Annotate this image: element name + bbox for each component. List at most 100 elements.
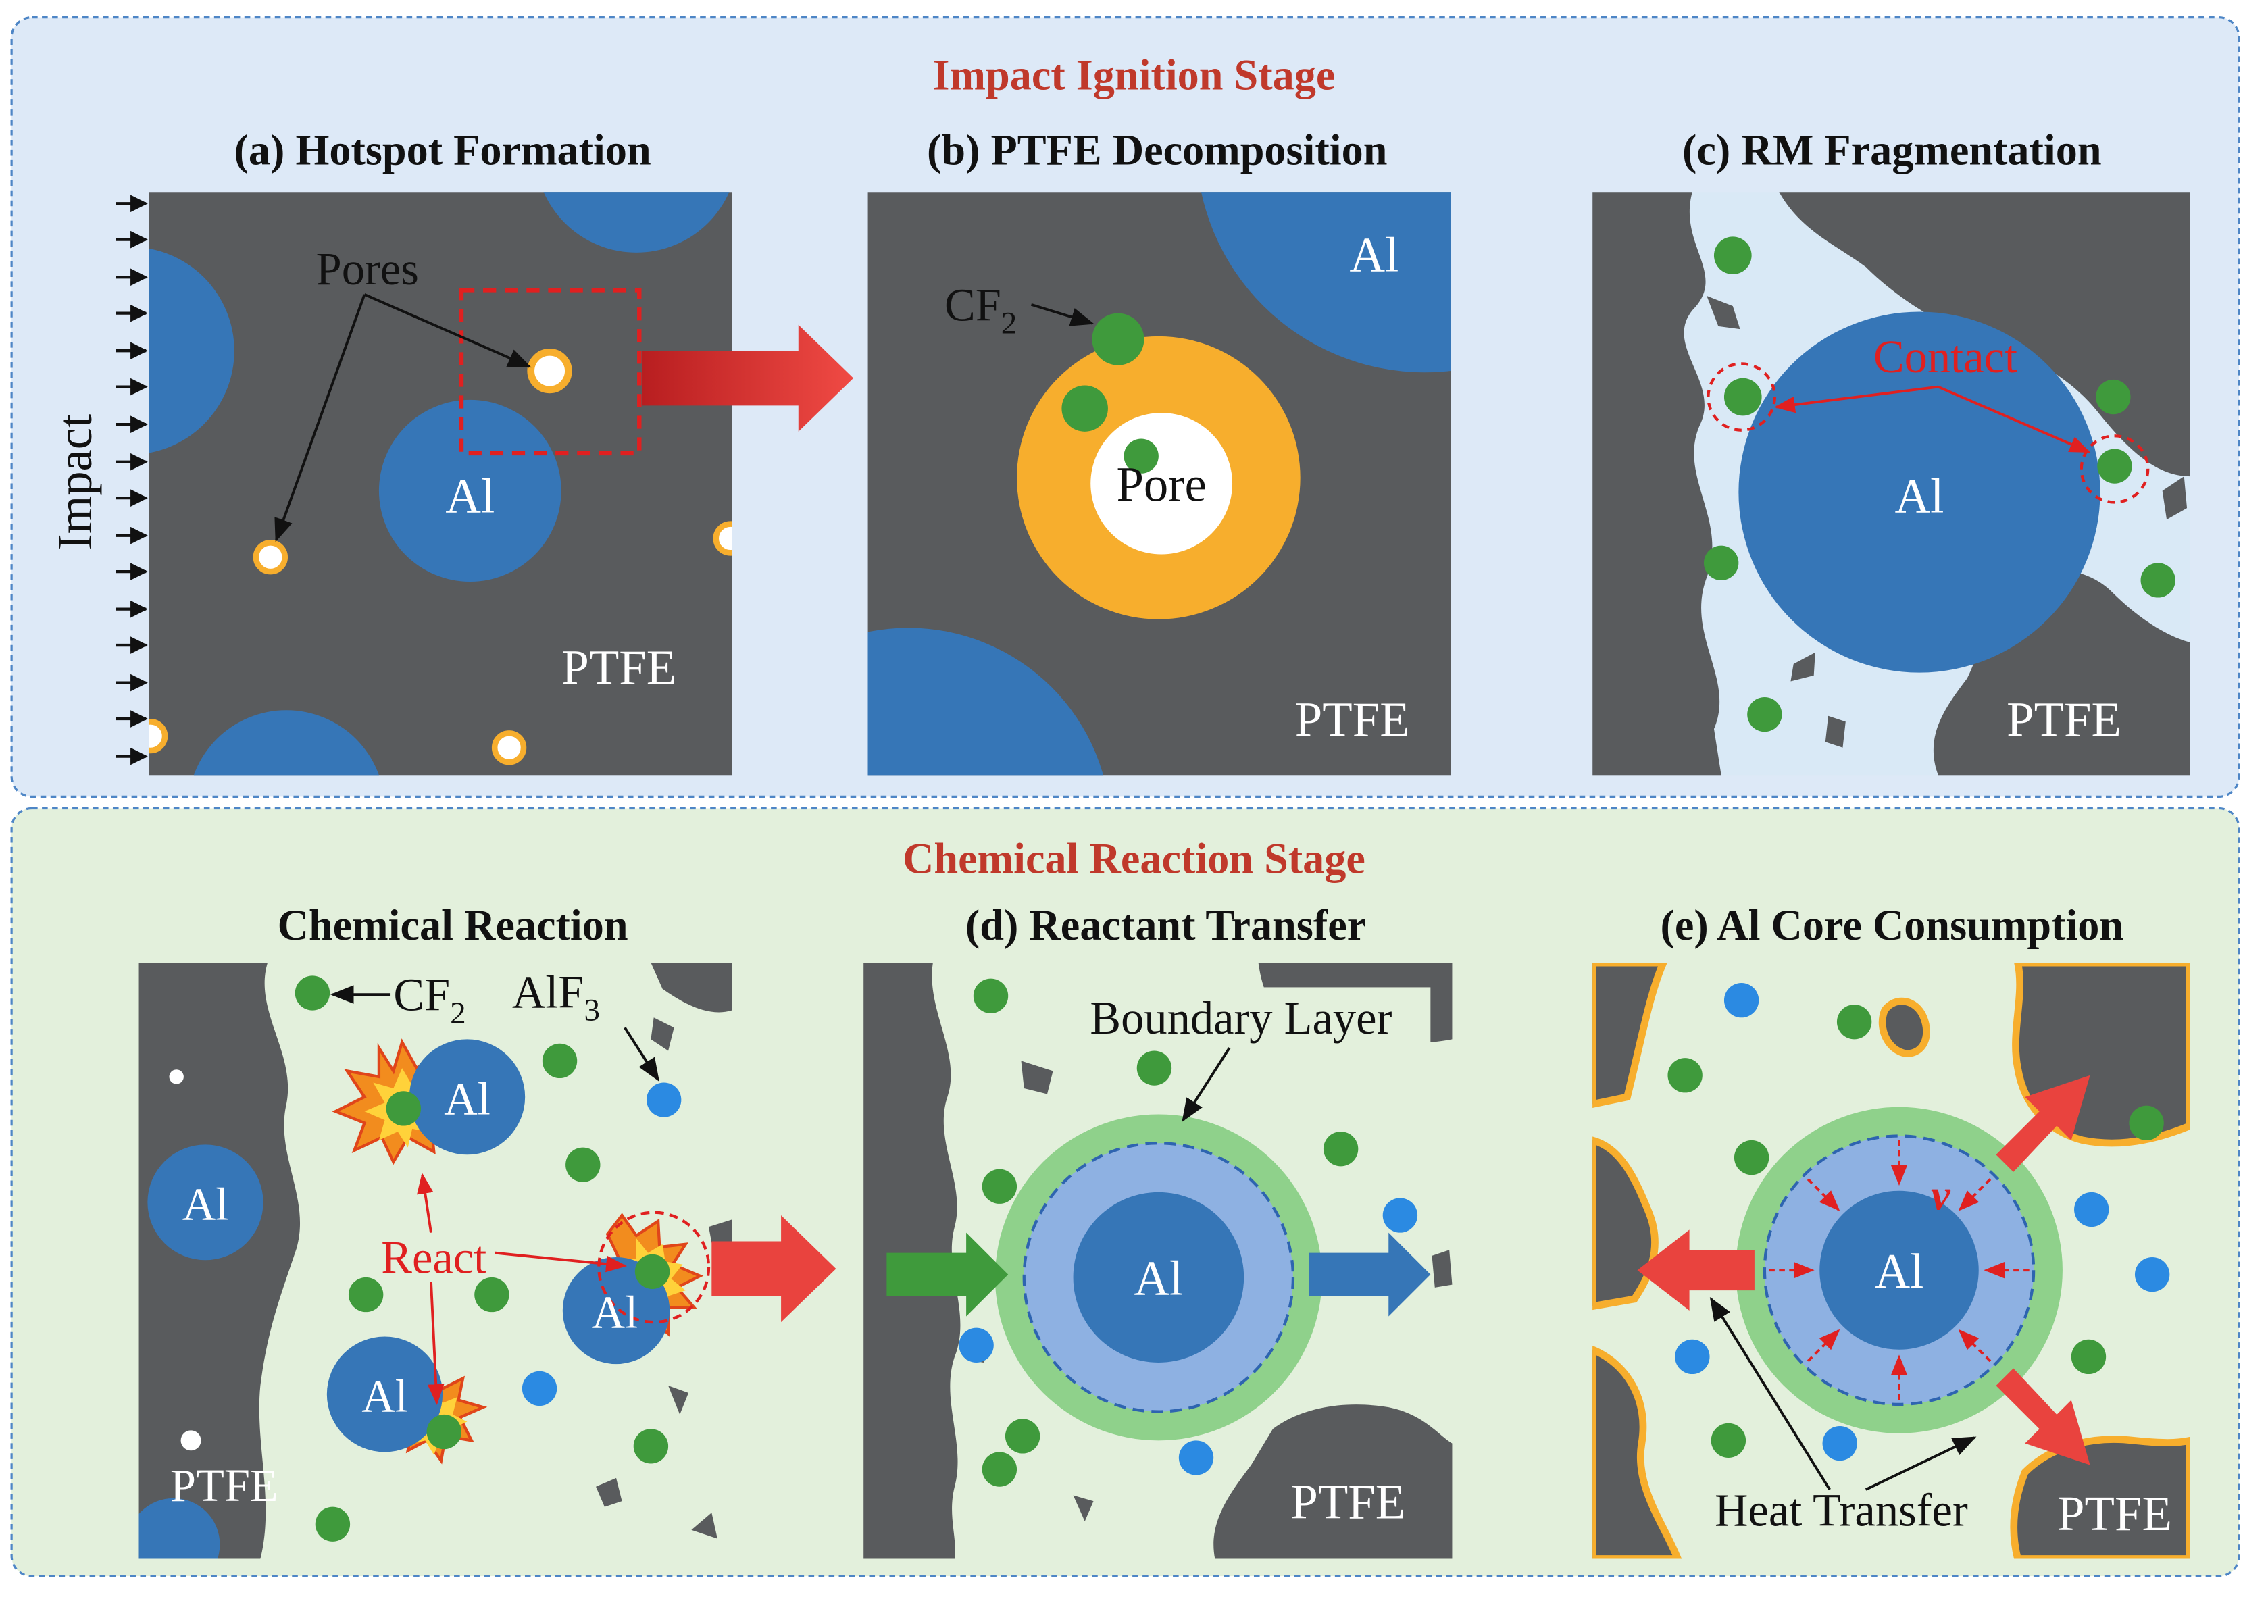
pore [491, 730, 527, 765]
reaction-stage-title: Chemical Reaction Stage [903, 835, 1365, 883]
cf2-molecule [633, 1429, 669, 1464]
heat-arrow [1637, 1229, 1755, 1311]
cf2-molecule [1723, 378, 1762, 416]
react-pointer [417, 1173, 434, 1233]
pores-pointer [274, 294, 366, 542]
ptfe-debris [651, 1017, 674, 1051]
cf2-molecule [1703, 545, 1739, 580]
impact-arrows [116, 195, 148, 765]
pore [713, 521, 732, 556]
transition-arrow [711, 1215, 836, 1323]
cf2-molecule [474, 1277, 509, 1313]
ptfe-label: PTFE [1290, 1475, 1405, 1529]
cf2-molecule [1323, 1132, 1359, 1167]
alf3-molecule [1675, 1339, 1710, 1375]
cf2-molecule [982, 1169, 1017, 1204]
alf3-molecule [959, 1327, 994, 1363]
cf2-molecule [426, 1414, 461, 1450]
boundary-layer-label: Boundary Layer [1090, 992, 1392, 1044]
ptfe-debris [1021, 1061, 1053, 1094]
ptfe-debris [668, 1386, 689, 1415]
cf2-molecule [542, 1043, 578, 1079]
al-particle [1201, 192, 1451, 373]
panel-b [867, 192, 1451, 776]
cf2-molecule [386, 1091, 422, 1126]
cf2-molecule [1136, 1050, 1172, 1086]
cf2-molecule [1061, 385, 1108, 432]
ptfe-debris [2162, 476, 2188, 520]
contact-highlight [2080, 434, 2150, 504]
alf3-pointer [624, 1027, 659, 1082]
ptfe-fragment [138, 963, 300, 1559]
contact-pointer [1773, 385, 1939, 413]
ptfe-debris [1707, 296, 1740, 330]
alf3-molecule [1723, 983, 1759, 1018]
panel-d-title: (d) Reactant Transfer [965, 901, 1366, 949]
shrink-arrows [1769, 1140, 2030, 1400]
cf2-molecule [634, 1254, 670, 1289]
al-particle [147, 1144, 263, 1261]
al-label: Al [1895, 469, 1944, 524]
heat-arrow [1996, 1075, 2090, 1172]
al-label: Al [592, 1287, 638, 1338]
alf3-molecule [2134, 1257, 2170, 1292]
panel-c [1592, 192, 2190, 776]
react-pointer [494, 1251, 627, 1273]
ptfe-debris [691, 1513, 717, 1539]
impact-label: Impact [47, 414, 102, 551]
react-label: React [381, 1232, 486, 1284]
alf3-molecule [1822, 1425, 1857, 1461]
ptfe-label: PTFE [170, 1460, 278, 1511]
cf2-molecule [2129, 1105, 2164, 1140]
alf3-molecule [646, 1082, 682, 1117]
al-particle [867, 628, 1103, 776]
alf3-molecule [1178, 1440, 1214, 1475]
panel-a [149, 192, 732, 776]
pores-pointer [363, 293, 532, 368]
ptfe-fragment [1592, 963, 1667, 1108]
al-label: Al [1134, 1251, 1183, 1306]
panel-c-title: (c) RM Fragmentation [1682, 126, 2102, 174]
ptfe-fragment [1213, 1404, 1453, 1559]
cf2-molecule [2140, 563, 2175, 598]
ptfe-label: PTFE [561, 640, 676, 695]
alf3-label: AlF3 [512, 966, 600, 1027]
cf2-molecule [1734, 1140, 1769, 1175]
alf3-molecule [1382, 1198, 1418, 1233]
al-particle [409, 1039, 526, 1155]
heat-transfer-label: Heat Transfer [1715, 1484, 1968, 1536]
cf2-molecule [1667, 1058, 1703, 1093]
cf2-molecule [1124, 438, 1159, 474]
cf2-molecule [1836, 1005, 1872, 1040]
al-core [1073, 1192, 1244, 1363]
cf2-molecule [565, 1147, 601, 1182]
alf3-molecule [2074, 1192, 2109, 1227]
al-label: Al [445, 469, 495, 524]
cf2-molecule [1747, 696, 1782, 732]
ignition-stage-title: Impact Ignition Stage [933, 51, 1336, 99]
cf2-molecule [2096, 379, 2131, 415]
ptfe-debris [1825, 715, 1846, 748]
al-particle [1738, 311, 2100, 673]
al-particle [193, 710, 379, 776]
pore [527, 348, 572, 394]
ptfe-debris [1432, 1250, 1453, 1288]
pore [149, 719, 168, 754]
pore [180, 1430, 201, 1451]
pore [169, 1069, 184, 1084]
al-particle [543, 192, 730, 253]
react-pointer [427, 1282, 445, 1405]
cf2-molecule [348, 1277, 384, 1313]
transition-arrow [642, 324, 854, 432]
cf2-molecule [1092, 313, 1144, 365]
ptfe-debris [1073, 1495, 1094, 1521]
pores-label: Pores [316, 243, 419, 295]
cf2-inflow-arrow [886, 1232, 1009, 1317]
al-label: Al [1875, 1244, 1924, 1298]
ptfe-debris [1790, 652, 1815, 682]
al-label: Al [182, 1178, 229, 1229]
boundary-pointer [1182, 1047, 1231, 1122]
panel-chem-title: Chemical Reaction [278, 901, 628, 949]
